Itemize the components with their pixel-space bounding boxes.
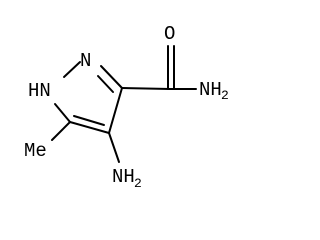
bond-c4-amino [108, 132, 120, 163]
bond-n2-c3 [100, 65, 123, 89]
atom-label-amino-subscript: 2 [134, 176, 142, 191]
bond-c4-c5 [69, 121, 110, 134]
bond-c5-methyl [51, 121, 71, 141]
atom-label-amide-subscript: 2 [221, 88, 229, 103]
bond-n2-c3-inner [97, 75, 114, 93]
molecule-diagram: HN N O NH 2 NH 2 Me [24, 23, 229, 191]
atom-label-methyl: Me [24, 140, 47, 162]
bond-c3-c4 [108, 87, 123, 134]
bond-c5-n1 [54, 103, 71, 123]
bond-n1-n2 [63, 61, 81, 78]
atom-label-n: N [80, 50, 91, 72]
bond-c4-c5-inner [73, 115, 105, 126]
atom-label-o: O [164, 23, 175, 45]
atom-label-nh: HN [28, 80, 51, 102]
atom-label-amino-nh: NH [112, 166, 135, 188]
atom-label-amide-nh: NH [199, 79, 222, 101]
bond-c3-carbonyl [121, 87, 171, 90]
